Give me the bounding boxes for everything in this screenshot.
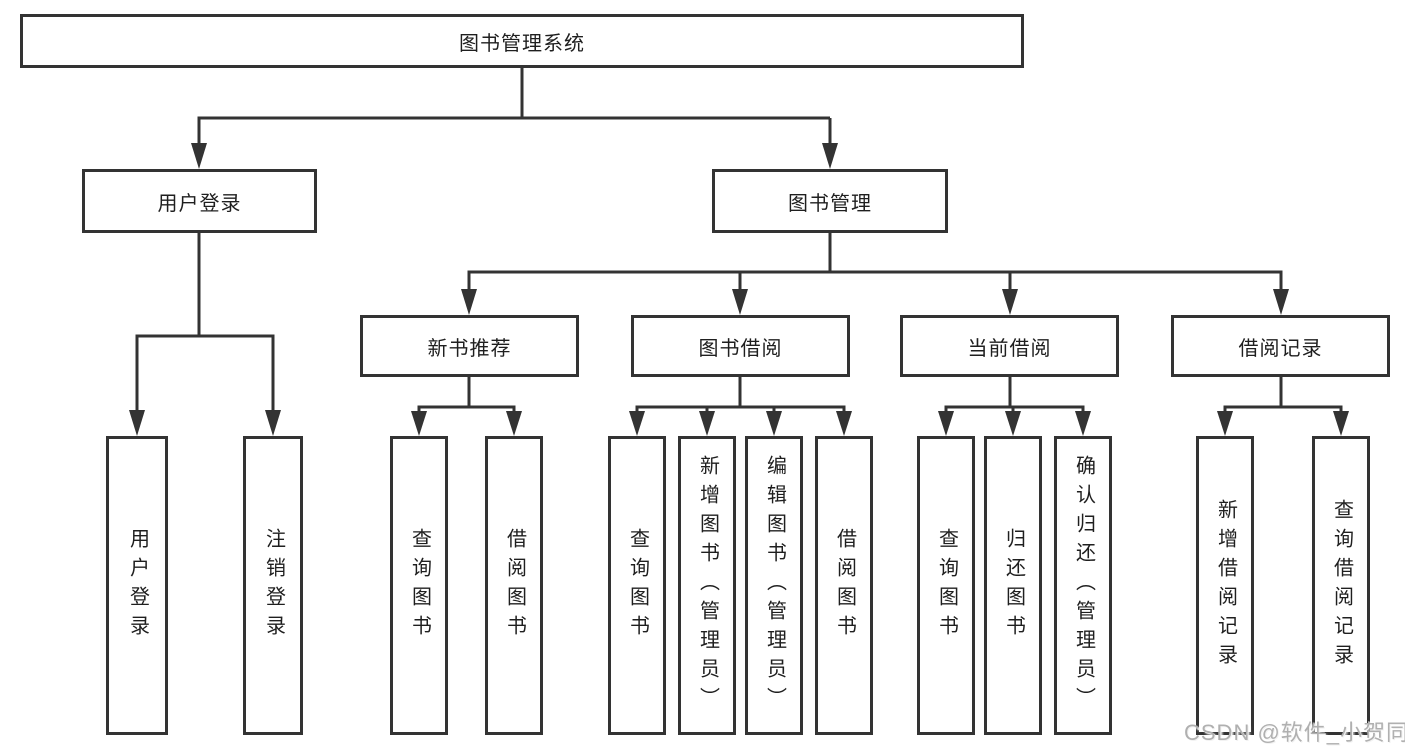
- leaf-label: 借阅图书: [503, 527, 526, 644]
- node-borrow-records: 借阅记录: [1171, 315, 1390, 377]
- leaf-label: 注销登录: [262, 527, 285, 644]
- leaf-label: 确认归还（管理员）: [1072, 455, 1095, 716]
- node-library-management-system: 图书管理系统: [20, 14, 1024, 68]
- leaf-br-add-record: 新增借阅记录: [1196, 436, 1254, 735]
- node-book-management: 图书管理: [712, 169, 948, 233]
- node-label: 新书推荐: [427, 337, 512, 360]
- connector-user-login-to-leaves: [129, 233, 281, 436]
- node-label: 图书管理: [788, 192, 872, 215]
- leaf-nbr-query-books: 查询图书: [390, 436, 448, 735]
- node-label: 借阅记录: [1238, 337, 1323, 360]
- leaf-bb-add-books-admin: 新增图书（管理员）: [678, 436, 736, 735]
- leaf-nbr-borrow-books: 借阅图书: [485, 436, 543, 735]
- leaf-user-login: 用户登录: [106, 436, 168, 735]
- node-book-borrow: 图书借阅: [631, 315, 850, 377]
- leaf-cb-return-books: 归还图书: [984, 436, 1042, 735]
- leaf-br-query-record: 查询借阅记录: [1312, 436, 1370, 735]
- leaf-label: 查询图书: [935, 527, 958, 644]
- leaf-bb-query-books: 查询图书: [608, 436, 666, 735]
- leaf-cb-confirm-return-admin: 确认归还（管理员）: [1054, 436, 1112, 735]
- leaf-label: 归还图书: [1002, 527, 1025, 644]
- node-new-book-recommend: 新书推荐: [360, 315, 579, 377]
- leaf-label: 查询图书: [626, 527, 649, 644]
- connector-current-borrow-to-leaves: [938, 377, 1091, 436]
- connector-root-to-level2: [191, 68, 838, 169]
- leaf-label: 借阅图书: [833, 527, 856, 644]
- leaf-label: 新增图书（管理员）: [696, 455, 719, 716]
- node-label: 图书管理系统: [459, 32, 585, 55]
- connector-book-management-to-groups: [461, 233, 1289, 315]
- node-label: 图书借阅: [698, 337, 783, 360]
- node-user-login: 用户登录: [82, 169, 317, 233]
- leaf-label: 查询借阅记录: [1330, 498, 1353, 673]
- connector-new-book-recommend-to-leaves: [411, 377, 522, 436]
- leaf-label: 编辑图书（管理员）: [763, 455, 786, 716]
- connector-book-borrow-to-leaves: [629, 377, 852, 436]
- leaf-logout: 注销登录: [243, 436, 303, 735]
- leaf-label: 用户登录: [126, 527, 149, 644]
- node-label: 当前借阅: [967, 337, 1052, 360]
- connector-borrow-records-to-leaves: [1217, 377, 1349, 436]
- leaf-cb-query-books: 查询图书: [917, 436, 975, 735]
- node-current-borrow: 当前借阅: [900, 315, 1119, 377]
- leaf-label: 新增借阅记录: [1214, 498, 1237, 673]
- leaf-label: 查询图书: [408, 527, 431, 644]
- leaf-bb-borrow-books: 借阅图书: [815, 436, 873, 735]
- leaf-bb-edit-books-admin: 编辑图书（管理员）: [745, 436, 803, 735]
- node-label: 用户登录: [157, 192, 242, 215]
- csdn-watermark: CSDN @软件_小贺同学: [1184, 720, 1405, 745]
